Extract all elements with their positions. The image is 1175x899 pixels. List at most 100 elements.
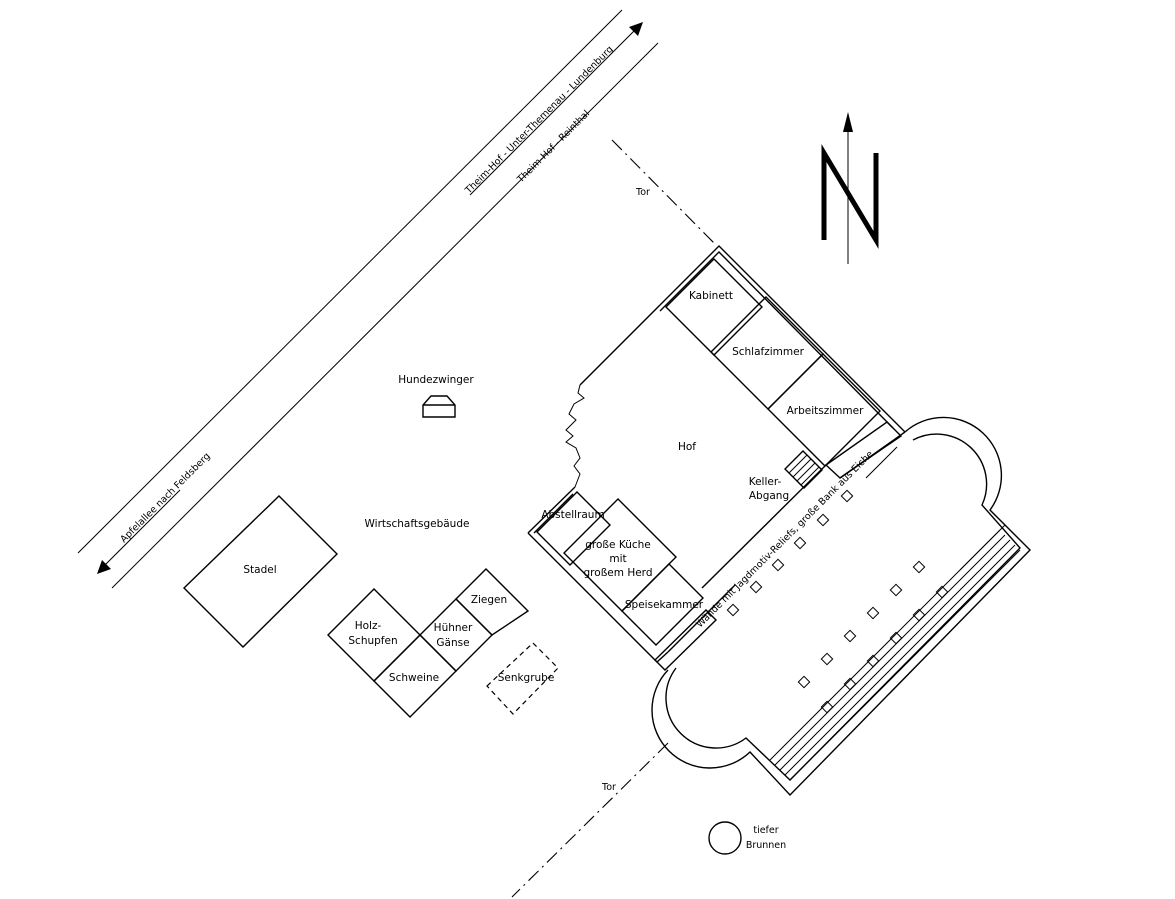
room-labels: Kabinett Schlafzimmer Arbeitszimmer Hof … — [541, 290, 864, 611]
gates: Tor Tor — [511, 139, 715, 898]
north-compass — [821, 112, 879, 264]
room-kabinett — [665, 258, 763, 356]
room-abstellraum — [536, 491, 611, 566]
hall-column — [797, 675, 811, 689]
hall-wall-note: Wände mit Jagdmotiv-Reliefs, große Bank … — [694, 449, 875, 630]
label-keller-abgang-2: Abgang — [749, 490, 789, 502]
hall-link-wall-south — [667, 584, 736, 653]
compass-letter-n-icon — [821, 143, 879, 250]
label-huehner-2: Gänse — [436, 637, 469, 649]
house-corridor-strip-east — [824, 421, 903, 479]
hall-column — [843, 677, 857, 691]
label-holzschupfen-1: Holz- — [355, 620, 382, 632]
label-ziegen: Ziegen — [471, 594, 507, 606]
label-kabinett: Kabinett — [689, 290, 733, 302]
hall-column — [866, 606, 880, 620]
label-abstellraum: Abstellraum — [541, 509, 604, 521]
building-stalls — [327, 568, 530, 718]
label-stadel: Stadel — [243, 564, 276, 576]
hall-column — [866, 654, 880, 668]
hall-column — [793, 536, 807, 550]
stall-schweine — [373, 634, 457, 718]
house-ne-wing-outer-wall — [659, 245, 906, 433]
hall-column — [749, 580, 763, 594]
gate-line-south — [511, 742, 669, 898]
label-wirtschaftsgebaeude: Wirtschaftsgebäude — [365, 518, 470, 530]
hall-outer-wall — [651, 416, 1031, 797]
hall-steps-2 — [774, 534, 1006, 766]
label-well-1: tiefer — [753, 825, 778, 836]
road-edge-east — [111, 42, 659, 589]
hall-inner-divider — [865, 446, 898, 479]
arrow-northeast-icon — [629, 22, 643, 36]
label-speisekammer: Speisekammer — [625, 599, 704, 611]
courtyard-broken-wall — [565, 384, 585, 488]
stall-ziegen — [455, 568, 530, 636]
room-arbeitszimmer — [767, 353, 881, 467]
hall-inner-wall — [665, 433, 1021, 781]
hall-column — [820, 700, 834, 714]
hall-steps-3 — [779, 539, 1011, 771]
road-edge-west — [77, 9, 623, 554]
hall-column — [816, 513, 830, 527]
senkgrube-outline — [486, 642, 559, 715]
hall-column — [771, 558, 785, 572]
well: tiefer Brunnen — [708, 821, 786, 855]
house-corridor-strip-west — [654, 609, 717, 671]
house-se-wing-inner-wall — [533, 493, 574, 534]
label-hof: Hof — [678, 441, 696, 453]
hall-column — [889, 583, 903, 597]
house-se-wing-outer-wall — [527, 532, 669, 663]
label-arbeitszimmer: Arbeitszimmer — [787, 405, 864, 417]
label-well-2: Brunnen — [746, 840, 786, 851]
stall-huehner-gaense — [419, 598, 493, 672]
label-schweine: Schweine — [389, 672, 439, 684]
road-arrow-line-northeast — [469, 28, 637, 196]
gate-line-north — [611, 139, 715, 244]
roads: Theim-Hof - Unter-Themenau - Lundenburg … — [77, 9, 659, 589]
arrow-southwest-icon — [97, 560, 111, 574]
label-huehner-1: Hühner — [434, 622, 473, 634]
outbuildings: Hundezwinger Wirtschaftsgebäude Stadel H… — [183, 374, 559, 718]
label-senkgrube: Senkgrube — [498, 672, 555, 684]
room-kueche — [563, 498, 677, 612]
hall-steps-4 — [784, 544, 1016, 776]
road-arrow-line-southwest — [104, 489, 181, 566]
label-holzschupfen-2: Schupfen — [348, 635, 397, 647]
label-kueche-3: großem Herd — [584, 567, 653, 579]
house-courtyard-wall-south — [527, 486, 576, 534]
label-hundezwinger: Hundezwinger — [398, 374, 474, 386]
building-stadel — [183, 495, 338, 648]
house-courtyard-wall-east — [701, 465, 826, 589]
well-circle-icon — [708, 821, 742, 855]
label-kueche-2: mit — [609, 553, 626, 565]
hall-column — [912, 608, 926, 622]
road-label-lundenburg: Theim-Hof - Unter-Themenau - Lundenburg — [463, 44, 616, 197]
hall-column — [935, 585, 949, 599]
label-keller-abgang-1: Keller- — [749, 476, 782, 488]
hall-columns — [726, 489, 949, 714]
gate-label-south: Tor — [601, 782, 616, 793]
compass-arrow-icon — [843, 112, 853, 132]
doghouse-icon — [422, 395, 456, 418]
hall-column — [840, 489, 854, 503]
road-label-reinthal: Theim-Hof - Reinthal — [515, 108, 593, 186]
hall-inner-short-wall — [959, 524, 1006, 571]
label-schlafzimmer: Schlafzimmer — [732, 346, 804, 358]
label-kueche-1: große Küche — [585, 539, 651, 551]
hall-link-wall-north — [839, 431, 906, 479]
hall-column — [912, 560, 926, 574]
keller-abgang-stairs-icon — [784, 450, 823, 489]
hall-column — [726, 603, 740, 617]
hall-steps-5 — [789, 549, 1021, 781]
hall-column — [820, 652, 834, 666]
gate-label-north: Tor — [635, 187, 650, 198]
hall-column — [843, 629, 857, 643]
room-speisekammer — [621, 563, 704, 646]
great-hall: Wände mit Jagdmotiv-Reliefs, große Bank … — [651, 416, 1031, 797]
house-sw-wing-outer-wall — [579, 304, 661, 386]
house-ne-wing-inner-wall — [659, 251, 894, 429]
hall-column — [889, 631, 903, 645]
main-house — [527, 245, 906, 671]
